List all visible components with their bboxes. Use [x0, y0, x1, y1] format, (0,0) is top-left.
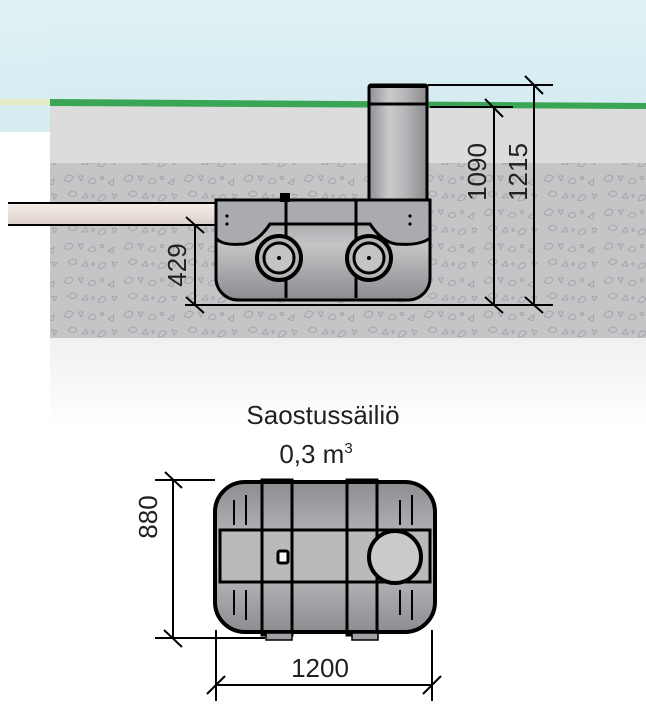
side-port-left [255, 234, 303, 282]
dimension-1215-label: 1215 [503, 143, 533, 201]
below-ground-area [50, 338, 646, 428]
top-view-tank [213, 478, 437, 641]
dimension-1200-label: 1200 [291, 653, 349, 683]
tank-title: Saostussäiliö [246, 400, 399, 430]
grass-line-left [0, 99, 50, 105]
inlet-pipe [8, 202, 223, 226]
sky-band-right [50, 0, 646, 104]
tank-volume-superscript: 3 [344, 440, 352, 457]
dimension-429-label: 429 [162, 243, 192, 286]
dimension-1215 [240, 75, 553, 314]
dimension-1200 [206, 630, 442, 701]
side-port-right [345, 234, 393, 282]
dimension-429 [185, 216, 240, 314]
riser-pipe [367, 83, 429, 206]
side-view-tank [214, 193, 432, 302]
soil-top-layer [50, 106, 646, 166]
top-access-opening [367, 529, 423, 585]
dimension-880 [155, 471, 265, 648]
tank-volume: 0,3 m3 [279, 439, 352, 469]
dimension-1090-label: 1090 [462, 143, 492, 201]
tank-volume-value: 0,3 m [279, 439, 344, 469]
dimension-880-label: 880 [133, 495, 163, 538]
